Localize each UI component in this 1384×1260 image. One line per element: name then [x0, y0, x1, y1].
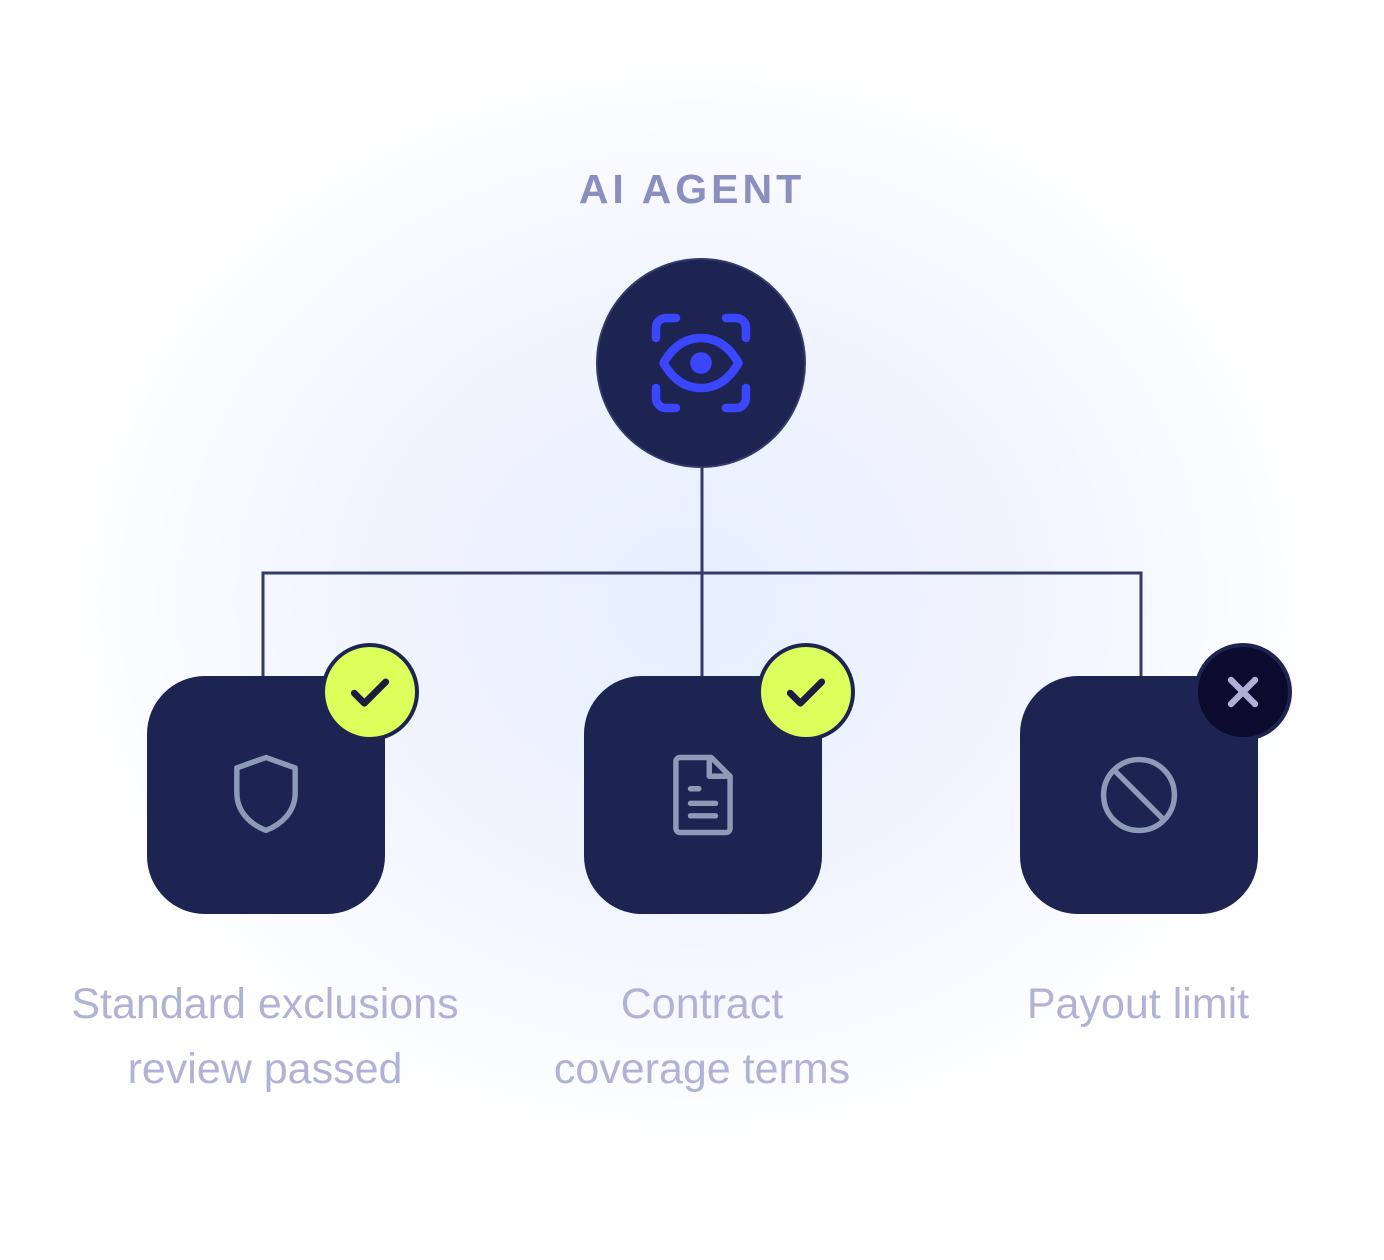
- label-line: coverage terms: [553, 1045, 851, 1093]
- passed-badge: [757, 643, 855, 741]
- passed-badge: [321, 643, 419, 741]
- check-icon: [786, 678, 826, 707]
- check-label-contract-coverage: Contract coverage terms: [472, 972, 932, 1102]
- check-label-payout-limit: Payout limit: [908, 972, 1368, 1037]
- failed-badge: [1194, 643, 1292, 741]
- ban-icon: [1100, 756, 1178, 834]
- diagram-title: AI AGENT: [578, 166, 806, 212]
- check-label-standard-exclusions: Standard exclusions review passed: [35, 972, 495, 1102]
- label-line: Standard exclusions: [71, 980, 459, 1028]
- check-icon: [350, 678, 390, 707]
- shield-icon: [234, 754, 298, 834]
- label-line: review passed: [127, 1045, 403, 1093]
- close-icon: [1227, 676, 1259, 708]
- eye-scan-icon: [651, 313, 751, 413]
- label-line: Payout limit: [1026, 980, 1250, 1028]
- document-icon: [673, 754, 733, 836]
- ai-agent-node: [596, 258, 806, 468]
- label-line: Contract: [620, 980, 784, 1028]
